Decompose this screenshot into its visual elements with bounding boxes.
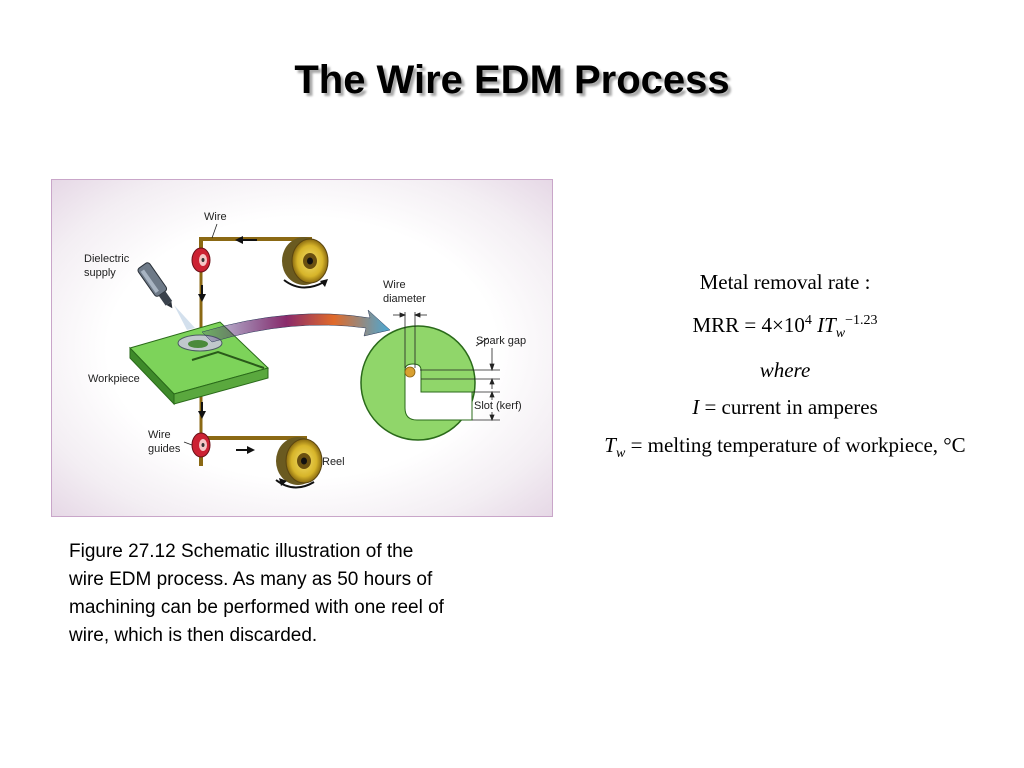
mrr-lhs: MRR <box>692 313 740 337</box>
caption-line: wire EDM process. As many as 50 hours of <box>69 569 433 590</box>
var-current: I <box>817 313 825 337</box>
label-wire-guides-line2: guides <box>148 443 181 455</box>
caption-line: Figure 27.12 Schematic illustration of t… <box>69 541 414 562</box>
temperature-definition: Tw = melting temperature of workpiece, °… <box>555 433 1015 462</box>
power-exponent: 4 <box>804 313 812 328</box>
def-current-text: current in amperes <box>721 395 878 419</box>
kerf-detail <box>360 312 500 441</box>
coefficient: 4 <box>761 313 773 337</box>
var-melting-temp: T <box>824 313 836 337</box>
bottom-reel <box>276 437 323 485</box>
label-wire-diameter-line1: Wire <box>383 279 406 291</box>
times-sign: × <box>772 313 784 337</box>
label-dielectric-line2: supply <box>84 267 116 279</box>
top-reel <box>282 237 329 285</box>
label-wire-guides-line1: Wire <box>148 429 171 441</box>
def-subscript-w: w <box>615 446 626 462</box>
caption-line: machining can be performed with one reel… <box>69 597 444 618</box>
label-wire: Wire <box>204 211 227 223</box>
wire-edm-schematic: Wire Dielectric supply Workpiece Wire gu… <box>84 211 526 489</box>
def-var-current: I <box>692 395 700 419</box>
def-temp-text: melting temperature of workpiece, °C <box>647 433 966 457</box>
caption-line: wire, which is then discarded. <box>69 625 318 646</box>
power-base: 10 <box>783 313 805 337</box>
dielectric-nozzle <box>137 262 195 330</box>
label-spark-gap: Spark gap <box>476 335 526 347</box>
subscript-w: w <box>835 326 846 342</box>
where-word: where <box>759 358 811 382</box>
label-workpiece: Workpiece <box>88 373 140 385</box>
workpiece <box>129 321 269 406</box>
motion-arrows <box>198 236 328 489</box>
def-var-temp: T <box>604 433 616 457</box>
slide-title: The Wire EDM Process <box>294 58 730 102</box>
def-equals: = <box>704 395 717 419</box>
mrr-equation: MRR = 4×104 ITw−1.23 <box>555 313 1015 342</box>
label-dielectric-line1: Dielectric <box>84 253 130 265</box>
wire-edm-figure: Wire Dielectric supply Workpiece Wire gu… <box>51 179 553 517</box>
label-wire-diameter-line2: diameter <box>383 293 426 305</box>
bottom-wire-guide <box>191 432 211 458</box>
def-equals-2: = <box>630 433 643 457</box>
where-line: where <box>555 358 1015 383</box>
label-reel: Reel <box>322 456 345 468</box>
equals-sign: = <box>744 313 757 337</box>
current-definition: I = current in amperes <box>555 395 1015 420</box>
top-wire-guide <box>191 247 211 273</box>
detail-callout-arrow <box>201 309 391 343</box>
figure-caption: Figure 27.12 Schematic illustration of t… <box>69 538 539 650</box>
formula-heading: Metal removal rate : <box>699 270 871 294</box>
tw-exponent: −1.23 <box>845 313 878 328</box>
label-slot-kerf: Slot (kerf) <box>474 400 522 412</box>
